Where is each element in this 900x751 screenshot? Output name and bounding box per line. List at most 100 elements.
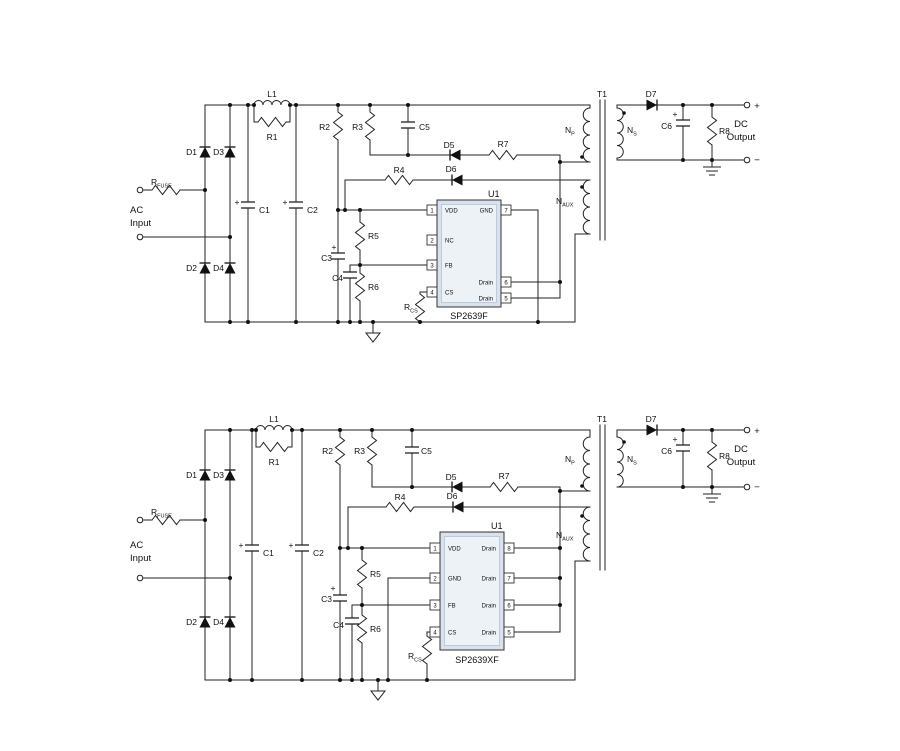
resistor-icon xyxy=(355,221,365,251)
resistor-icon xyxy=(259,442,289,452)
pin-number: 3 xyxy=(433,603,437,609)
resistor-r1-bottom: R1 xyxy=(259,442,289,467)
resistor-rcs-bottom: RCS xyxy=(408,635,432,665)
pin-box xyxy=(429,542,441,554)
pin-box xyxy=(503,626,515,638)
ref-label: R6 xyxy=(368,282,379,292)
ref-label: RFUSE xyxy=(151,177,172,190)
ref-label: R5 xyxy=(368,231,379,241)
pin-label: FB xyxy=(445,263,453,269)
transformer-t1-top: T1 NP NS NAUX xyxy=(556,89,637,241)
diode-icon xyxy=(223,146,237,159)
diode-icon xyxy=(198,262,212,275)
winding-label: NS xyxy=(627,454,637,467)
pin-number: 5 xyxy=(507,630,511,636)
diode-icon xyxy=(223,616,237,629)
ref-label: R1 xyxy=(269,457,280,467)
primary-winding-icon xyxy=(582,107,591,163)
resistor-icon xyxy=(365,111,375,141)
ref-label: C1 xyxy=(259,205,270,215)
capacitor-icon xyxy=(675,444,691,452)
ac-input-bottom: AC Input xyxy=(130,516,151,582)
capacitor-icon xyxy=(332,594,348,602)
ic-inner-panel xyxy=(444,536,500,646)
ic-part-label: SP2639F xyxy=(450,311,488,321)
fuse-resistor-rfuse-top: RFUSE xyxy=(151,177,181,195)
diode-icon xyxy=(223,262,237,275)
polarity-plus: + xyxy=(283,197,288,207)
dc-plus-label: + xyxy=(754,426,760,437)
diode-icon xyxy=(223,469,237,482)
ref-label: C1 xyxy=(263,548,274,558)
cap-c4-bottom: C4 xyxy=(333,617,360,630)
dc-output-label: DC xyxy=(734,444,748,455)
ac-input-label: AC xyxy=(130,205,143,216)
pin-box xyxy=(429,599,441,611)
output-stage-bottom: D7 + C6 R8 + − DC Output xyxy=(646,414,760,503)
ref-label: T1 xyxy=(597,414,607,424)
ref-label: R8 xyxy=(719,451,730,461)
resistor-r7-bottom: R7 xyxy=(489,471,519,492)
cap-c2-top: + C2 xyxy=(283,197,319,215)
polarity-plus: + xyxy=(289,540,294,550)
earth-ground-icon xyxy=(702,159,722,176)
ground-triangle-icon xyxy=(365,321,381,343)
ref-label: R2 xyxy=(319,122,330,132)
resistor-icon xyxy=(333,111,343,141)
ref-label: R7 xyxy=(498,139,509,149)
circuit-bottom: AC Input RFUSE D1 D3 D2 D4 + C1 + C2 L1 … xyxy=(130,414,760,701)
ref-label: D4 xyxy=(213,617,224,627)
resistor-r5-bottom: R5 xyxy=(357,559,381,589)
ref-label: D4 xyxy=(213,263,224,273)
ref-label: C3 xyxy=(321,253,332,263)
ref-label: R2 xyxy=(322,446,333,456)
junction-dots-top xyxy=(203,103,714,324)
polarity-plus: + xyxy=(673,109,678,119)
resistor-icon xyxy=(385,502,415,512)
aux-winding-icon xyxy=(582,506,591,562)
pin-box xyxy=(500,276,512,288)
capacitor-icon xyxy=(288,201,304,209)
polarity-plus: + xyxy=(673,434,678,444)
ac-terminal-icon xyxy=(136,516,144,524)
ref-label: R3 xyxy=(352,122,363,132)
ref-label: L1 xyxy=(269,414,279,424)
ic-inner-panel xyxy=(441,204,497,303)
dc-output-label: Output xyxy=(727,457,756,468)
resistor-r5-top: R5 xyxy=(355,221,379,251)
resistor-icon xyxy=(335,436,345,466)
ac-input-top: AC Input xyxy=(130,186,151,241)
diode-icon xyxy=(451,173,464,187)
capacitor-icon xyxy=(342,271,358,279)
ic-ref-label: U1 xyxy=(488,189,500,199)
primary-winding-icon xyxy=(582,436,591,492)
secondary-winding-icon xyxy=(616,107,624,159)
resistor-icon xyxy=(422,635,432,665)
resistor-icon xyxy=(488,150,518,160)
ref-label: R3 xyxy=(354,446,365,456)
pin-box xyxy=(503,599,515,611)
pin-number: 1 xyxy=(433,546,437,552)
resistor-icon xyxy=(384,175,414,185)
pin-label: CS xyxy=(445,290,453,296)
diode-icon xyxy=(449,148,462,162)
ref-label: C6 xyxy=(661,121,672,131)
ref-label: D5 xyxy=(444,140,455,150)
ground-triangle-icon xyxy=(370,679,386,701)
resistor-icon xyxy=(707,441,717,471)
winding-label: NAUX xyxy=(556,530,574,543)
resistor-icon xyxy=(707,116,717,146)
pin-number: 3 xyxy=(430,263,434,269)
pin-number: 5 xyxy=(504,296,508,302)
ref-label: C4 xyxy=(333,620,344,630)
ref-label: C4 xyxy=(332,273,343,283)
diode-icon xyxy=(198,616,212,629)
ref-label: R6 xyxy=(370,624,381,634)
diode-d6-top: D6 xyxy=(446,164,464,187)
polarity-plus: + xyxy=(331,583,336,593)
aux-winding-icon xyxy=(582,179,591,235)
pin-box xyxy=(426,204,438,216)
resistor-r4-bottom: R4 xyxy=(385,492,415,512)
resistor-r3-top: R3 xyxy=(352,111,375,141)
ic-u1-bottom: U1 SP2639XF 1 2 3 4 8 7 6 5 VDD GND FB C… xyxy=(429,521,515,665)
